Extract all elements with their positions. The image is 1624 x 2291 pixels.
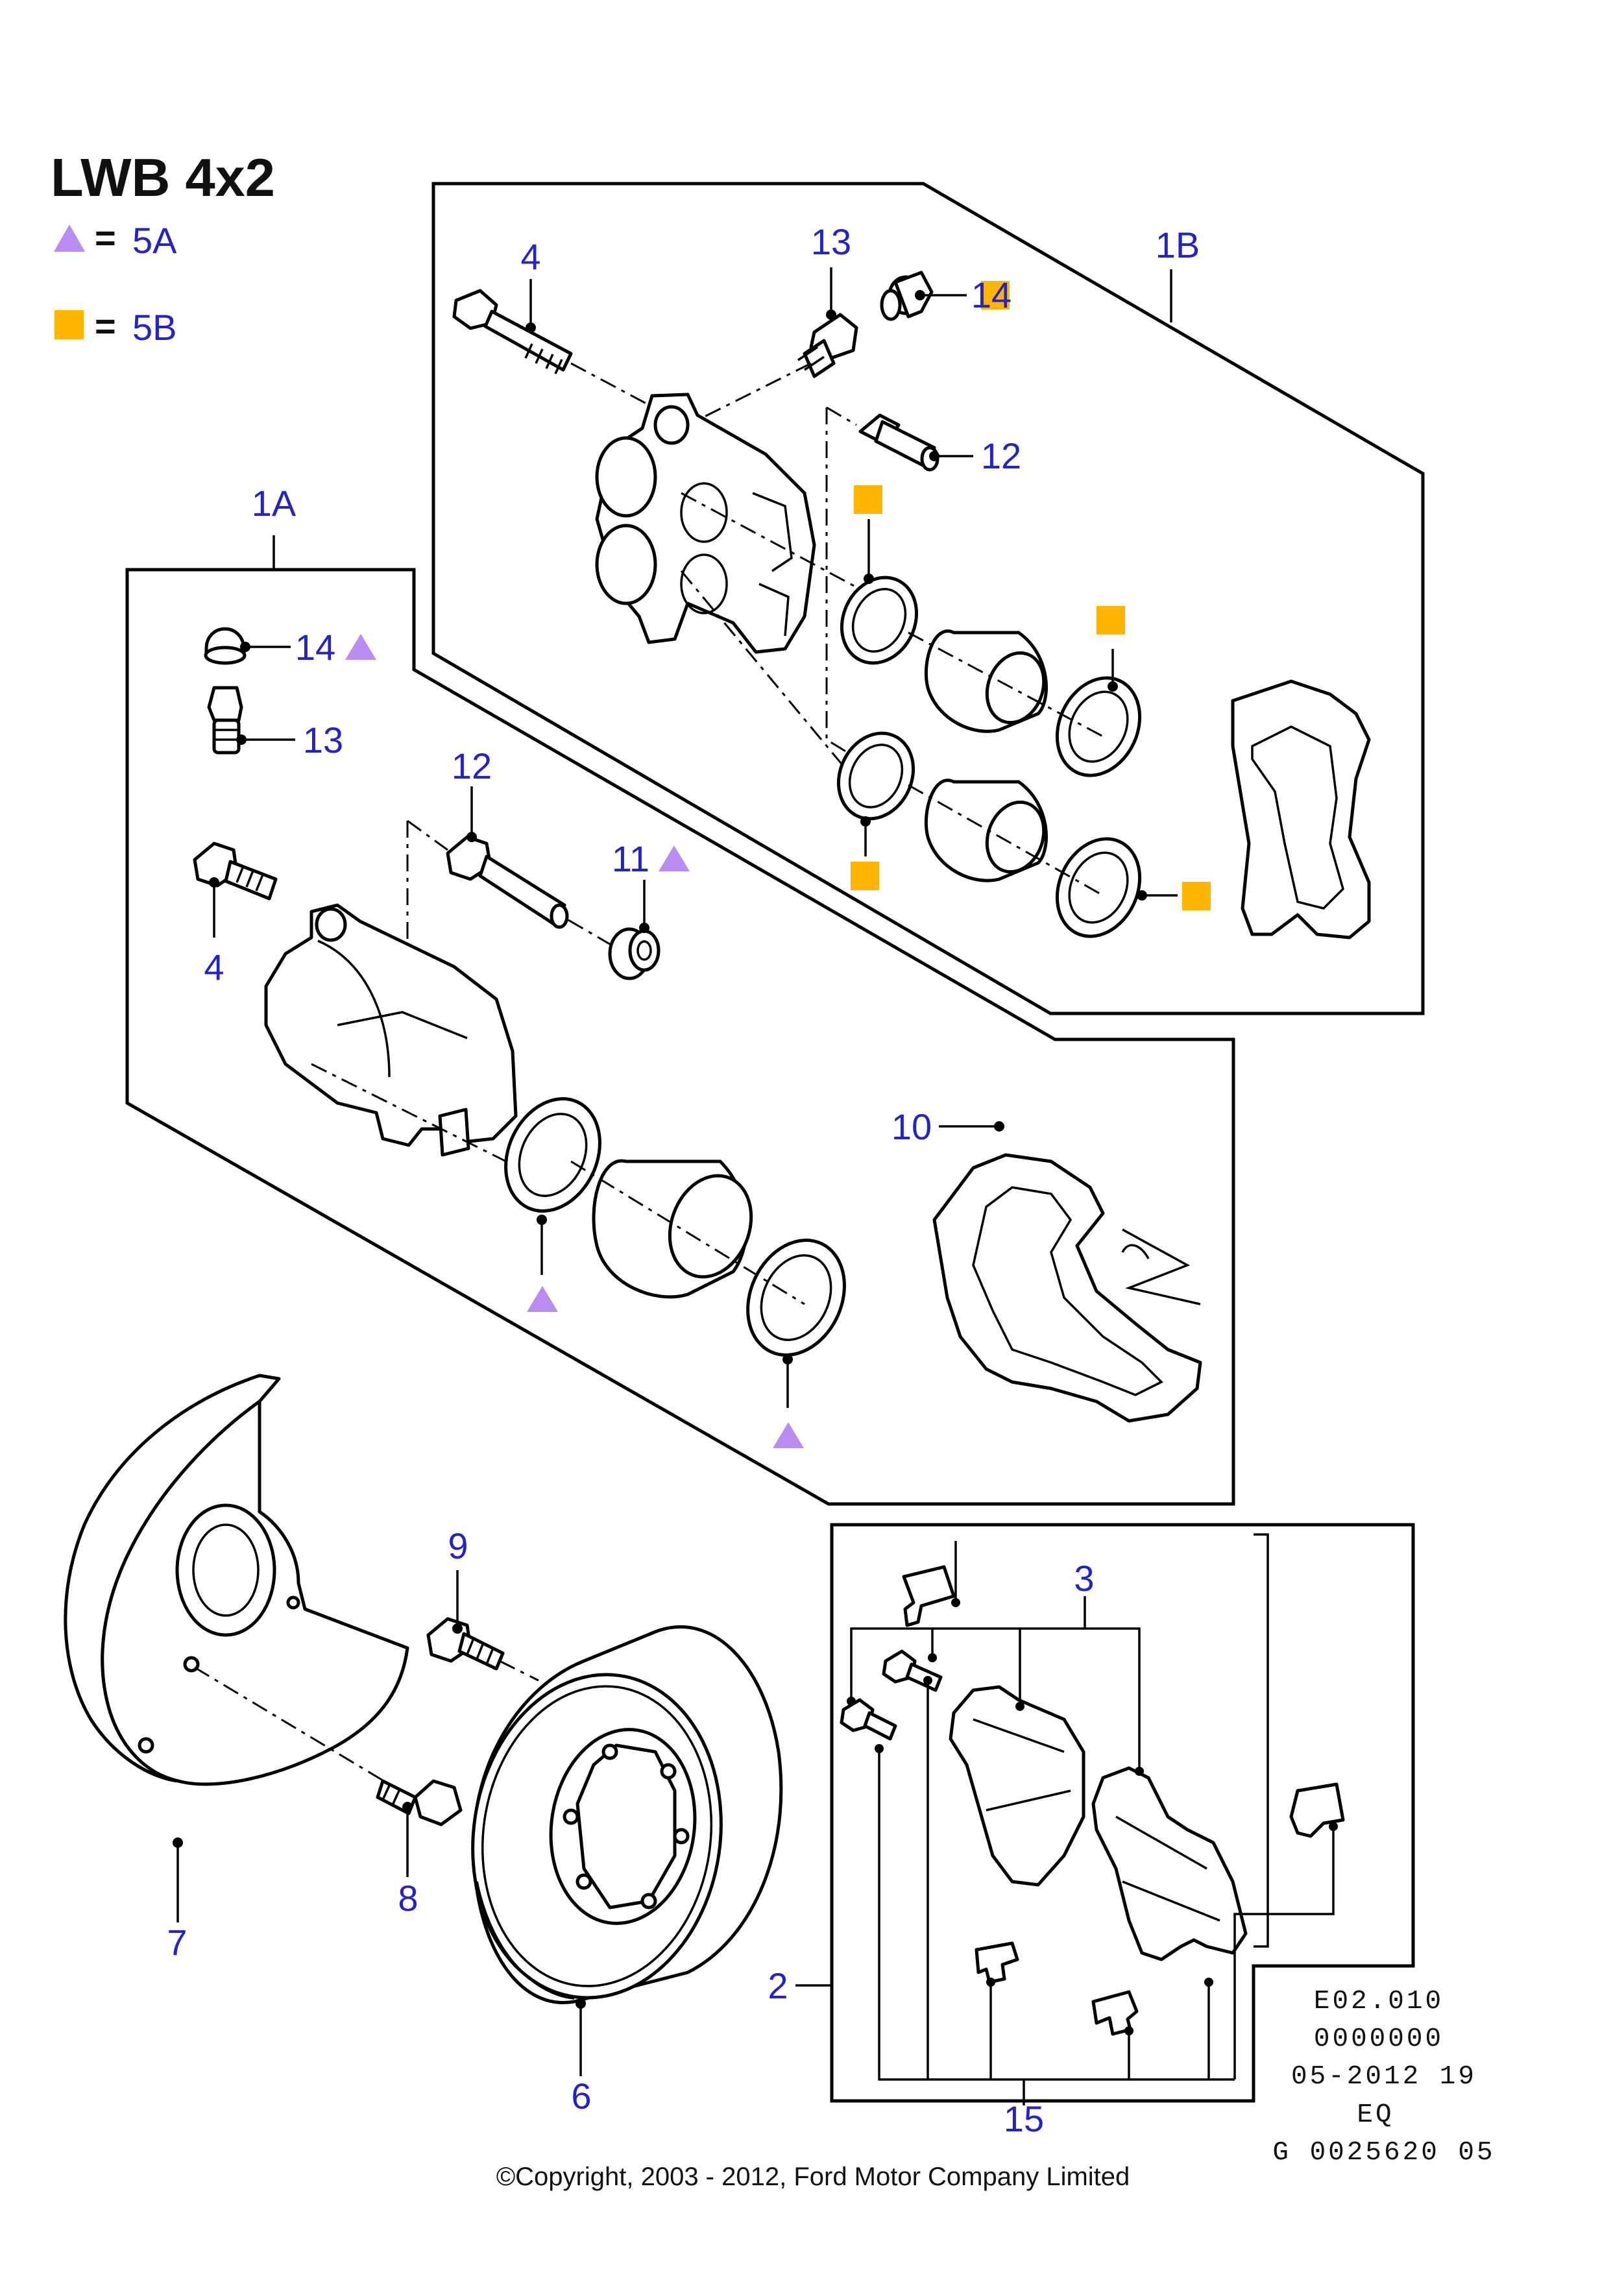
callout-1a: 1A [252, 483, 297, 524]
bolt-9 [426, 1617, 505, 1671]
group-1b-frame [431, 182, 1425, 1015]
square-icon [854, 485, 882, 514]
centerline [694, 362, 812, 423]
callout-9: 9 [448, 1525, 468, 1566]
bushing-11 [608, 927, 661, 980]
leaders [173, 267, 1338, 2076]
group-1a-frame [125, 568, 1235, 1506]
callout-3: 3 [1074, 1558, 1094, 1599]
pad-clip-3 [902, 1565, 956, 1627]
piston-1a [592, 1159, 753, 1299]
brake-pad-outer [1091, 1766, 1248, 1961]
square-icon [981, 281, 1010, 309]
seal-ring-1b-upper [840, 576, 919, 665]
legend-row-square: = 5B [55, 306, 177, 348]
caliper-bracket-1b [1231, 679, 1371, 939]
callout-14: 14 [295, 627, 335, 668]
callout-1b: 1B [1156, 224, 1200, 265]
centerline [908, 631, 1104, 738]
caliper-bracket-10 [932, 1153, 1202, 1423]
callout-4: 4 [520, 236, 540, 277]
dust-cap-14-1a [204, 627, 247, 665]
callout-7: 7 [167, 1922, 187, 1963]
brake-disc-6 [471, 1625, 783, 2004]
pad-bolt-b [840, 1698, 897, 1741]
caliper-body-1a [264, 903, 518, 1157]
ref-line-1: E02.010 [1314, 1987, 1444, 2017]
anti-rattle-spring [1122, 1228, 1201, 1305]
dust-cap-14-1b [880, 271, 934, 321]
centerline [311, 1063, 520, 1169]
boot-ring-1a [746, 1239, 846, 1357]
pads-group-frame [830, 1523, 1415, 2103]
seal-ring-1b-lower [836, 731, 915, 821]
triangle-icon [659, 845, 690, 871]
piston-1b-upper [924, 629, 1048, 733]
caliper-body-1b [595, 393, 816, 654]
guide-pin-12-1a [446, 835, 569, 929]
bleed-screw-13-1a [207, 686, 243, 755]
callout-15: 15 [1004, 2098, 1044, 2139]
callout-14: 14 [971, 274, 1012, 315]
leader-line [850, 1627, 1141, 1771]
pad-clip-side [1289, 1782, 1345, 1838]
bolt-4-1a [193, 842, 278, 901]
legend-equals: = [95, 306, 116, 346]
ref-line-2: 0000000 [1314, 2024, 1444, 2054]
square-icon [1097, 606, 1125, 635]
leader-line [878, 1749, 1235, 2081]
guide-pin-12-1b [858, 413, 939, 472]
bleed-screw-13-1b [797, 313, 858, 378]
legend-equals: = [95, 217, 116, 258]
callout-13: 13 [811, 221, 851, 262]
triangle-icon [345, 634, 376, 660]
diagram-title: LWB 4x2 [51, 147, 275, 208]
pads-inner-frame [1254, 1533, 1269, 1948]
centerline [499, 1660, 539, 1682]
piston-1b-lower [924, 779, 1048, 882]
pad-bolt-a [882, 1649, 943, 1692]
triangle-icon [773, 1422, 804, 1448]
square-icon [851, 862, 879, 890]
ref-line-5: G 0025620 05 [1272, 2138, 1495, 2168]
boot-ring-1b-upper [1055, 676, 1142, 777]
callout-4: 4 [204, 947, 224, 988]
callout-12: 12 [981, 435, 1021, 476]
bolt-8 [376, 1779, 463, 1826]
dust-shield-7 [64, 1374, 409, 1786]
centerline [680, 570, 858, 782]
callout-11: 11 [612, 838, 649, 879]
centerline [570, 1160, 805, 1305]
copyright-text: ©Copyright, 2003 - 2012, Ford Motor Comp… [496, 2163, 1130, 2191]
callout-10: 10 [891, 1106, 932, 1147]
legend-value-5b: 5B [132, 307, 177, 348]
boot-ring-1b-lower [1055, 837, 1142, 938]
square-icon [55, 310, 84, 339]
centerline [407, 819, 448, 851]
bolt-4-1b [452, 289, 573, 374]
callout-2: 2 [768, 1965, 788, 2006]
ref-line-4: EQ [1357, 2100, 1394, 2130]
centerline [826, 406, 857, 426]
centerline [825, 407, 851, 755]
callout-8: 8 [398, 1878, 418, 1919]
centerline [194, 1666, 390, 1786]
leader-line [1233, 1826, 1335, 2079]
legend-value-5a: 5A [132, 220, 177, 261]
callout-12: 12 [452, 745, 492, 786]
callout-13: 13 [303, 720, 343, 760]
square-icon [1182, 882, 1211, 910]
centerline [908, 784, 1104, 897]
callout-6: 6 [571, 2076, 591, 2116]
brake-pad-inner [949, 1685, 1085, 1887]
ref-line-3: 05-2012 19 [1291, 2062, 1477, 2092]
triangle-icon [527, 1286, 558, 1312]
legend-row-triangle: = 5A [54, 217, 177, 261]
triangle-icon [54, 224, 85, 252]
pad-clip-small-1 [975, 1941, 1019, 1984]
